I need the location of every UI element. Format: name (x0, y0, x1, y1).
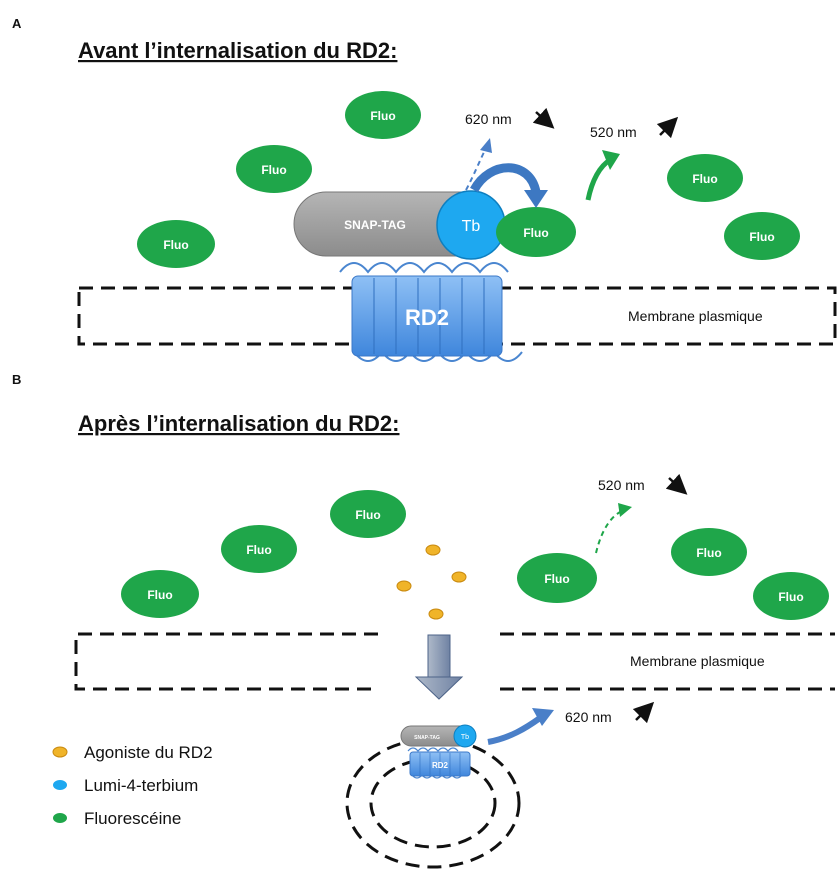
fluo-a-acceptor-label: Fluo (523, 226, 548, 240)
panel-b-letter: B (12, 372, 21, 387)
legend-terbium-label: Lumi-4-terbium (84, 776, 198, 795)
fluo-b-1-label: Fluo (355, 508, 380, 522)
arrow-up-620-b-icon (632, 701, 655, 724)
fluo-b-5-label: Fluo (696, 546, 721, 560)
agonist-dot-4 (428, 608, 444, 620)
fluo-a-3: Fluo (137, 220, 215, 268)
fluo-b-3-label: Fluo (147, 588, 172, 602)
arrow-up-520-a-icon (656, 116, 679, 139)
fluo-b-3: Fluo (121, 570, 199, 618)
legend: Agoniste du RD2 Lumi-4-terbium Fluorescé… (52, 743, 213, 828)
fluo-a-3-label: Fluo (163, 238, 188, 252)
receptor-complex-b: RD2 SNAP-TAG Tb (400, 724, 477, 779)
fluo-b-2: Fluo (221, 525, 297, 573)
legend-agonist-label: Agoniste du RD2 (84, 743, 213, 762)
fluo-emission-arrow-a (585, 150, 620, 201)
fluo-a-1-label: Fluo (370, 109, 395, 123)
terbium-b-label: Tb (461, 734, 469, 741)
terbium-a-label: Tb (462, 218, 481, 235)
membrane-b-label: Membrane plasmique (630, 653, 765, 669)
legend-fluo-label: Fluorescéine (84, 809, 181, 828)
agonist-dot-3 (396, 580, 412, 592)
legend-agonist-swatch (52, 746, 68, 758)
fluo-a-5: Fluo (724, 212, 800, 260)
snap-tag-b-label: SNAP-TAG (414, 735, 440, 741)
wavelength-620-a: 620 nm (465, 111, 512, 127)
fluo-a-4-label: Fluo (692, 172, 717, 186)
wavelength-520-a: 520 nm (590, 124, 637, 140)
fluo-a-1: Fluo (345, 91, 421, 139)
panel-a-title: Avant l’internalisation du RD2: (78, 38, 397, 63)
rd2-a-label: RD2 (405, 305, 449, 330)
fluo-b-1: Fluo (330, 490, 406, 538)
fluo-emission-arrow-b (595, 503, 632, 554)
wavelength-520-b: 520 nm (598, 477, 645, 493)
agonist-dot-2 (451, 571, 467, 583)
wavelength-620-b: 620 nm (565, 709, 612, 725)
fluo-a-acceptor: Fluo (496, 207, 576, 257)
fluo-b-2-label: Fluo (246, 543, 271, 557)
arrow-down-520-b-icon (665, 473, 688, 495)
rd2-b-label: RD2 (432, 761, 449, 770)
fluo-b-6: Fluo (753, 572, 829, 620)
terbium-a: Tb (436, 190, 506, 260)
agonist-dot-1 (425, 544, 441, 556)
fluo-a-4: Fluo (667, 154, 743, 202)
membrane-b (74, 632, 835, 691)
tb-emission-arrow-b (487, 708, 554, 745)
snap-tag-a: SNAP-TAG (293, 191, 473, 257)
fluo-b-4-label: Fluo (544, 572, 569, 586)
snap-tag-a-label: SNAP-TAG (344, 218, 406, 232)
legend-terbium-swatch (53, 780, 67, 790)
fluo-a-5-label: Fluo (749, 230, 774, 244)
fluo-b-6-label: Fluo (778, 590, 803, 604)
panel-b-title: Après l’internalisation du RD2: (78, 411, 400, 436)
membrane-a-label: Membrane plasmique (628, 308, 763, 324)
panel-a-letter: A (12, 16, 22, 31)
receptor-rd2-a: RD2 (339, 262, 523, 362)
internalization-arrow-icon (414, 634, 464, 700)
legend-fluo-swatch (53, 813, 67, 823)
fret-arrow-a (470, 163, 548, 208)
fluo-b-4: Fluo (517, 553, 597, 603)
fluo-a-2-label: Fluo (261, 163, 286, 177)
fluo-b-5: Fluo (671, 528, 747, 576)
fluo-a-2: Fluo (236, 145, 312, 193)
tb-emission-arrow-a (465, 138, 492, 191)
arrow-down-620-a-icon (532, 107, 555, 129)
